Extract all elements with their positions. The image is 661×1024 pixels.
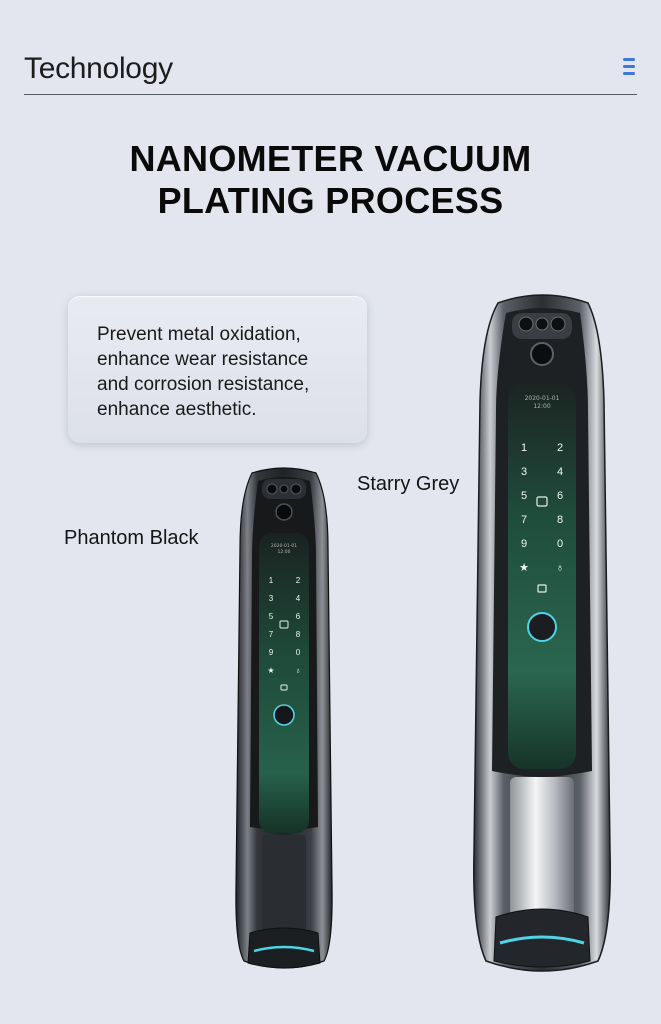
main-camera-lens <box>530 342 554 366</box>
screen-time: 12:00 <box>278 549 291 555</box>
camera-lens <box>535 317 549 331</box>
starry-grey-lock-svg: 2020-01-01 12:00 1 3 5 7 9 ★ 2 4 6 8 0 ♁ <box>473 294 611 972</box>
cyan-light-ring <box>253 945 315 953</box>
camera-lens <box>266 483 278 495</box>
headline-line-2: PLATING PROCESS <box>157 180 504 221</box>
camera-lens <box>518 316 534 332</box>
info-card-line-1: Prevent metal oxidation, <box>97 324 301 345</box>
page-title: Technology <box>24 52 173 85</box>
keypad-key: 5 <box>269 612 274 621</box>
starry-grey-label: Starry Grey <box>357 473 460 495</box>
keypad-key: 7 <box>269 630 274 639</box>
info-card-line-3: and corrosion resistance, <box>97 374 310 395</box>
fingerprint-sensor <box>273 704 295 726</box>
headline-line-1: NANOMETER VACUUM <box>129 138 532 179</box>
keypad-key: 0 <box>557 538 563 550</box>
keypad-key: 8 <box>557 514 563 526</box>
card-reader-icon <box>536 496 548 507</box>
keypad-key: 2 <box>557 442 563 454</box>
info-card-line-2: enhance wear resistance <box>97 349 309 370</box>
phantom-black-lock-svg: 2020-01-01 12:00 1 3 5 7 9 ★ 2 4 6 8 0 ♁ <box>235 467 333 969</box>
keypad-panel <box>259 533 309 833</box>
keypad-panel <box>508 383 576 769</box>
neck-cylinder <box>510 777 574 917</box>
keypad-key: 4 <box>557 466 563 478</box>
keypad-key: ★ <box>519 562 529 574</box>
keypad-key: 6 <box>557 490 563 502</box>
headline: NANOMETER VACUUM PLATING PROCESS <box>0 138 661 222</box>
camera-lens <box>290 483 302 495</box>
keypad-key: 6 <box>296 612 301 621</box>
keypad-key: 1 <box>269 576 274 585</box>
screen-date: 2020-01-01 <box>271 543 297 549</box>
menu-bar <box>623 65 635 68</box>
card-reader-icon <box>279 620 289 629</box>
menu-bar <box>623 72 635 75</box>
info-card-line-4: enhance aesthetic. <box>97 399 257 420</box>
camera-lens <box>550 316 566 332</box>
lock-status-icon <box>537 584 547 593</box>
keypad-key: 3 <box>521 466 527 478</box>
keypad-key: 3 <box>269 594 274 603</box>
starry-grey-lock-image: 2020-01-01 12:00 1 3 5 7 9 ★ 2 4 6 8 0 ♁ <box>470 291 615 976</box>
hamburger-menu-icon[interactable] <box>621 54 637 80</box>
lock-status-icon <box>280 684 288 691</box>
keypad-key: 1 <box>521 442 527 454</box>
phantom-black-lock-image: 2020-01-01 12:00 1 3 5 7 9 ★ 2 4 6 8 0 ♁ <box>232 467 336 975</box>
keypad-key: 8 <box>296 630 301 639</box>
keypad-key: ♁ <box>556 562 564 574</box>
screen-date: 2020-01-01 <box>525 395 560 402</box>
keypad-key: 5 <box>521 490 527 502</box>
menu-bar <box>623 58 635 61</box>
phantom-black-label: Phantom Black <box>64 527 199 549</box>
info-card: Prevent metal oxidation, enhance wear re… <box>68 296 367 443</box>
keypad-key: ★ <box>267 666 274 675</box>
page-header: Technology <box>24 46 637 95</box>
keypad-key: 2 <box>296 576 301 585</box>
keypad-key: 7 <box>521 514 527 526</box>
keypad-key: 4 <box>296 594 301 603</box>
keypad-key: 0 <box>296 648 301 657</box>
keypad-key: 9 <box>521 538 527 550</box>
main-camera-lens <box>275 503 293 521</box>
keypad-key: ♁ <box>295 666 301 675</box>
camera-lens <box>279 484 289 494</box>
cyan-light-ring <box>499 935 585 945</box>
keypad-key: 9 <box>269 648 274 657</box>
screen-time: 12:00 <box>533 403 550 410</box>
fingerprint-sensor <box>527 612 557 642</box>
neck-cylinder <box>262 835 306 935</box>
